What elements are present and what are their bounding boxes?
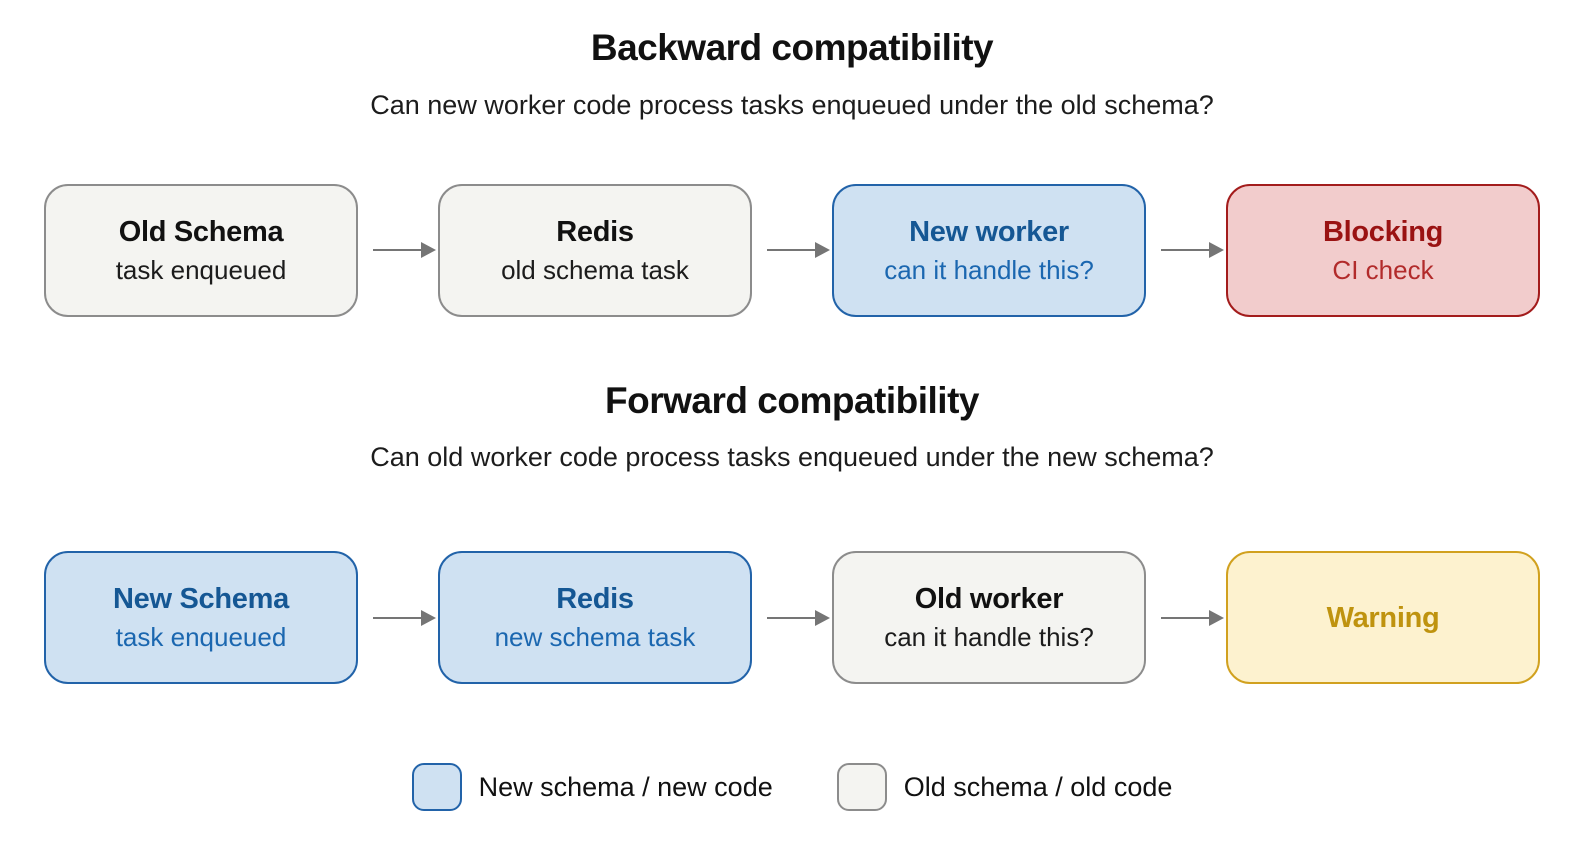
forward-section-subtitle: Can old worker code process tasks enqueu…	[370, 442, 1214, 473]
backward-section-title: Backward compatibility	[590, 27, 994, 68]
node-warning: Warning	[1226, 551, 1540, 685]
backward-flow: Old Schema task enqueued Redis old schem…	[0, 183, 1584, 317]
node-subtitle: can it handle this?	[884, 622, 1094, 653]
node-old-schema: Old Schema task enqueued	[44, 183, 358, 317]
node-subtitle: task enqueued	[115, 622, 287, 653]
node-title: Redis	[556, 583, 634, 616]
node-title: Warning	[1326, 601, 1440, 634]
flow-arrow-icon	[1161, 243, 1224, 257]
node-title: Blocking	[1322, 215, 1444, 248]
flow-arrow-icon	[767, 611, 830, 625]
flow-arrow-icon	[373, 243, 436, 257]
node-subtitle: new schema task	[494, 622, 696, 653]
node-title: New Schema	[113, 583, 289, 616]
legend-item-new: New schema / new code	[411, 763, 773, 812]
forward-flow: New Schema task enqueued Redis new schem…	[0, 551, 1584, 685]
node-title: Old worker	[914, 583, 1064, 616]
node-title: Old Schema	[118, 215, 284, 248]
forward-section-title: Forward compatibility	[605, 379, 979, 421]
node-subtitle: task enqueued	[115, 254, 287, 285]
node-new-worker: New worker can it handle this?	[832, 183, 1146, 317]
node-subtitle: old schema task	[501, 254, 689, 285]
node-blocking: Blocking CI check	[1226, 183, 1540, 317]
node-subtitle: CI check	[1332, 254, 1434, 285]
legend-label: New schema / new code	[478, 771, 773, 802]
node-new-schema: New Schema task enqueued	[44, 551, 358, 685]
legend-swatch-old-icon	[836, 763, 887, 812]
legend-item-old: Old schema / old code	[836, 763, 1173, 812]
node-subtitle: can it handle this?	[884, 254, 1094, 285]
node-redis-new: Redis new schema task	[438, 551, 752, 685]
legend-swatch-new-icon	[411, 763, 462, 812]
legend: New schema / new code Old schema / old c…	[0, 763, 1584, 812]
flow-arrow-icon	[373, 611, 436, 625]
node-title: Redis	[556, 215, 634, 248]
node-title: New worker	[909, 215, 1069, 248]
flow-arrow-icon	[767, 243, 830, 257]
backward-section-subtitle: Can new worker code process tasks enqueu…	[370, 89, 1214, 120]
flow-arrow-icon	[1161, 611, 1224, 625]
node-old-worker: Old worker can it handle this?	[832, 551, 1146, 685]
node-redis-old: Redis old schema task	[438, 183, 752, 317]
legend-label: Old schema / old code	[903, 771, 1173, 802]
